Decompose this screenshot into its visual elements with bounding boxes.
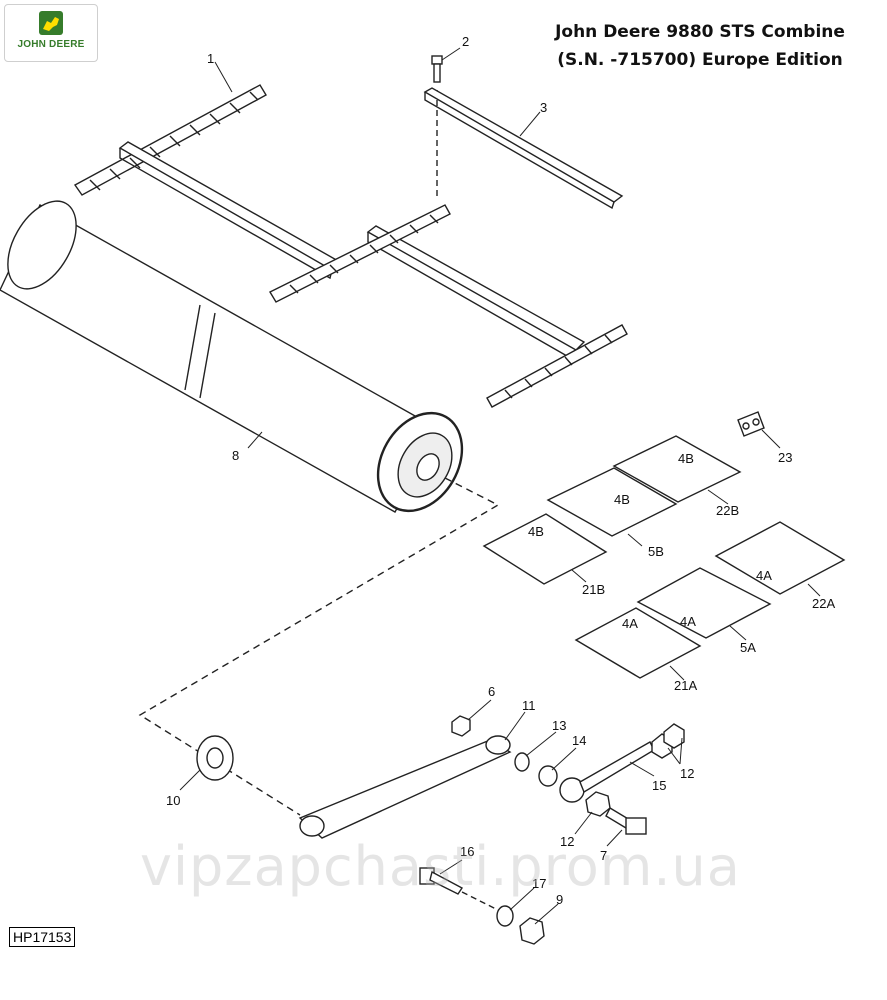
deer-icon (39, 11, 63, 35)
callout-8: 8 (232, 448, 239, 463)
kit-cards (482, 435, 846, 679)
john-deere-logo: JOHN DEERE (4, 4, 98, 62)
washer-part-13 (514, 752, 530, 772)
callout-2: 2 (462, 34, 469, 49)
washer-part-14 (538, 765, 558, 787)
title-line-1: John Deere 9880 STS Combine (555, 22, 845, 42)
callout-10: 10 (166, 793, 180, 808)
bolt-part-15 (559, 741, 655, 803)
callout-12b: 12 (560, 834, 574, 849)
callout-4a-c: 4A (622, 616, 638, 631)
nut-part-12b (663, 723, 685, 749)
leader-lines (179, 47, 821, 925)
callout-6: 6 (488, 684, 495, 699)
chain-middle (269, 204, 451, 303)
page-title: John Deere 9880 STS Combine (S.N. -71570… (520, 18, 880, 74)
callout-4b-b: 4B (614, 492, 630, 507)
chain-part-1 (73, 84, 267, 196)
callout-14: 14 (572, 733, 586, 748)
bolt-part-7 (605, 807, 647, 835)
callout-1: 1 (207, 51, 214, 66)
callout-4a-a: 4A (756, 568, 772, 583)
callout-4b-c: 4B (528, 524, 544, 539)
bar-part-3 (423, 87, 624, 210)
callout-9: 9 (556, 892, 563, 907)
logo-text: JOHN DEERE (17, 39, 85, 50)
connector-part-23 (737, 411, 765, 437)
callout-5b: 5B (648, 544, 664, 559)
drum-part-8 (0, 200, 464, 513)
callout-4b-a: 4B (678, 451, 694, 466)
callout-5a: 5A (740, 640, 756, 655)
callout-7: 7 (600, 848, 607, 863)
callout-11: 11 (522, 698, 536, 713)
callout-23: 23 (778, 450, 792, 465)
callout-15: 15 (652, 778, 666, 793)
callout-12a: 12 (680, 766, 694, 781)
title-line-2: (S.N. -715700) Europe Edition (557, 50, 843, 70)
callout-3: 3 (540, 100, 547, 115)
figure-id: HP17153 (9, 927, 76, 947)
callout-22a: 22A (812, 596, 835, 611)
callout-16: 16 (460, 844, 474, 859)
bearing-part-10 (196, 735, 234, 781)
arm-part-11 (298, 735, 512, 839)
nut-part-12c (585, 791, 611, 817)
chain-lower (486, 324, 628, 408)
callout-4a-b: 4A (680, 614, 696, 629)
nut-part-9 (519, 917, 545, 945)
callout-21b: 21B (582, 582, 605, 597)
bolt-part-2 (431, 55, 443, 83)
bolt-part-16 (419, 867, 464, 895)
callout-17: 17 (532, 876, 546, 891)
washer-part-17 (496, 905, 514, 927)
callout-labels: 1 2 3 8 23 4B 4B 4B 22B 5B 21B 4A 4A 4A … (166, 34, 835, 907)
callout-21a: 21A (674, 678, 697, 693)
watermark: vipzapchasti.prom.ua (140, 835, 741, 898)
nut-part-6 (451, 715, 471, 737)
callout-13: 13 (552, 718, 566, 733)
callout-22b: 22B (716, 503, 739, 518)
